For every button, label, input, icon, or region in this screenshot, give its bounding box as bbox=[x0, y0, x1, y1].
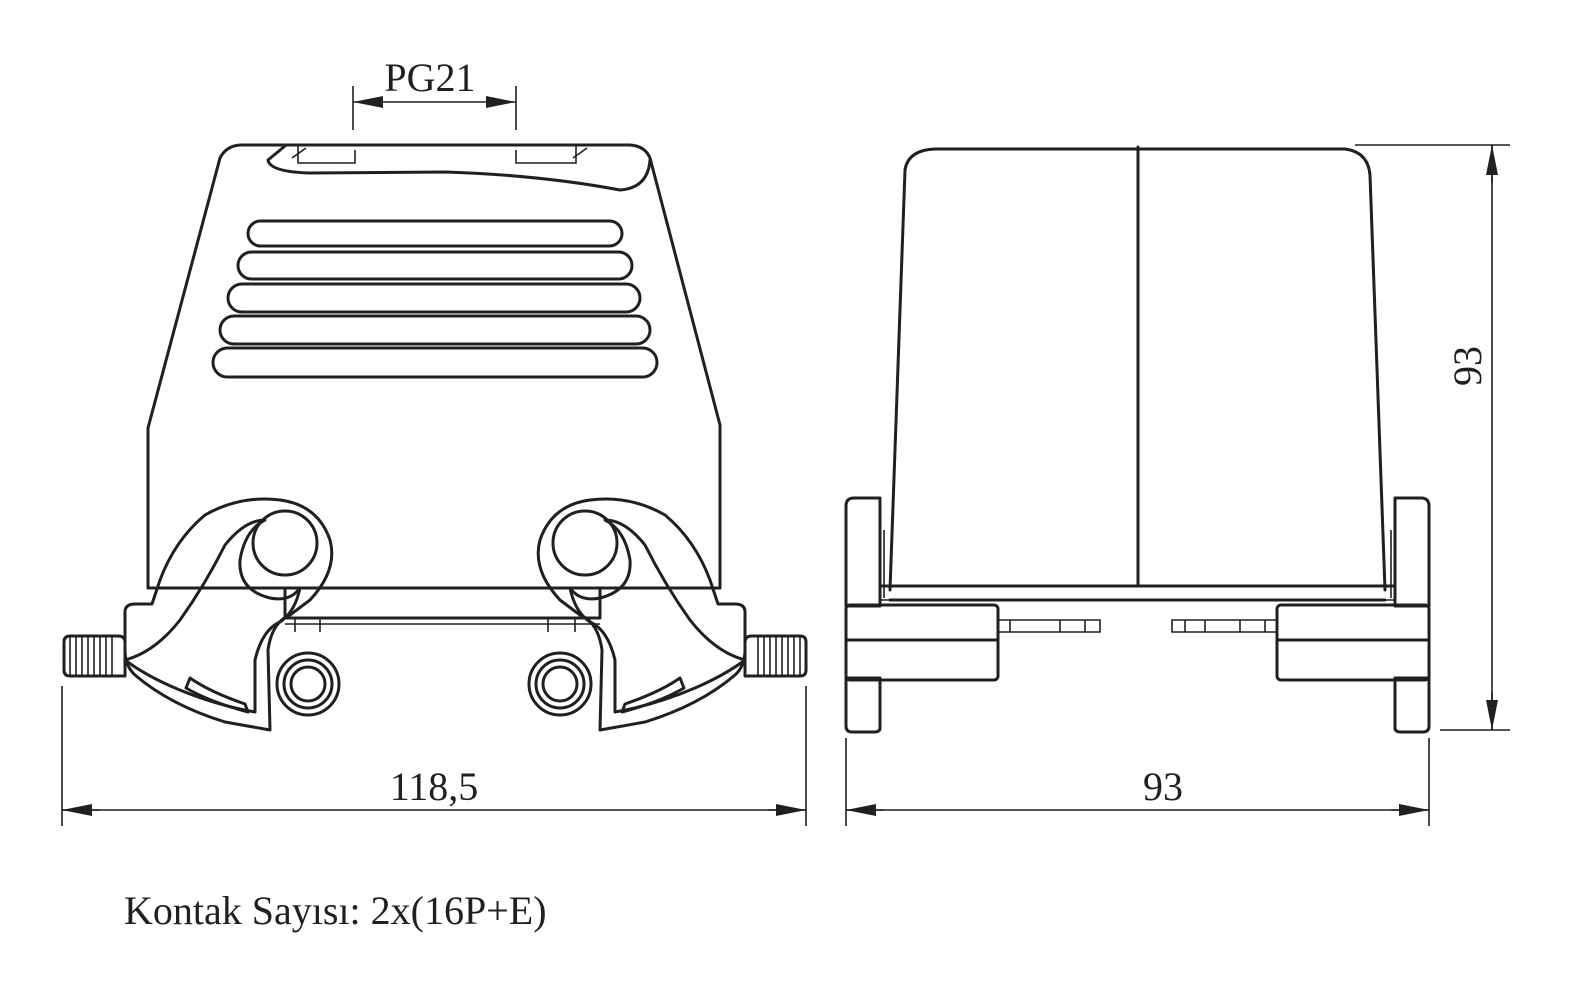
side-view bbox=[844, 145, 1431, 734]
front-view bbox=[62, 143, 808, 732]
dimension-side-height: 93 bbox=[1355, 144, 1510, 731]
hood-ribs bbox=[211, 219, 659, 379]
pg21-label: PG21 bbox=[384, 55, 475, 100]
locking-pins bbox=[275, 651, 593, 717]
hood-outline bbox=[146, 143, 722, 590]
front-width-label: 118,5 bbox=[390, 764, 479, 809]
dimension-front-width: 118,5 bbox=[61, 686, 807, 826]
side-width-label: 93 bbox=[1143, 764, 1183, 809]
dimension-pg21: PG21 bbox=[352, 55, 517, 130]
dimension-side-width: 93 bbox=[845, 738, 1430, 826]
right-lever bbox=[536, 497, 747, 732]
side-height-label: 93 bbox=[1445, 346, 1490, 386]
gland-recess bbox=[266, 144, 652, 192]
left-lever bbox=[123, 497, 334, 732]
side-hood-outline bbox=[888, 147, 1387, 592]
contact-count-caption: Kontak Sayısı: 2x(16P+E) bbox=[124, 888, 547, 933]
